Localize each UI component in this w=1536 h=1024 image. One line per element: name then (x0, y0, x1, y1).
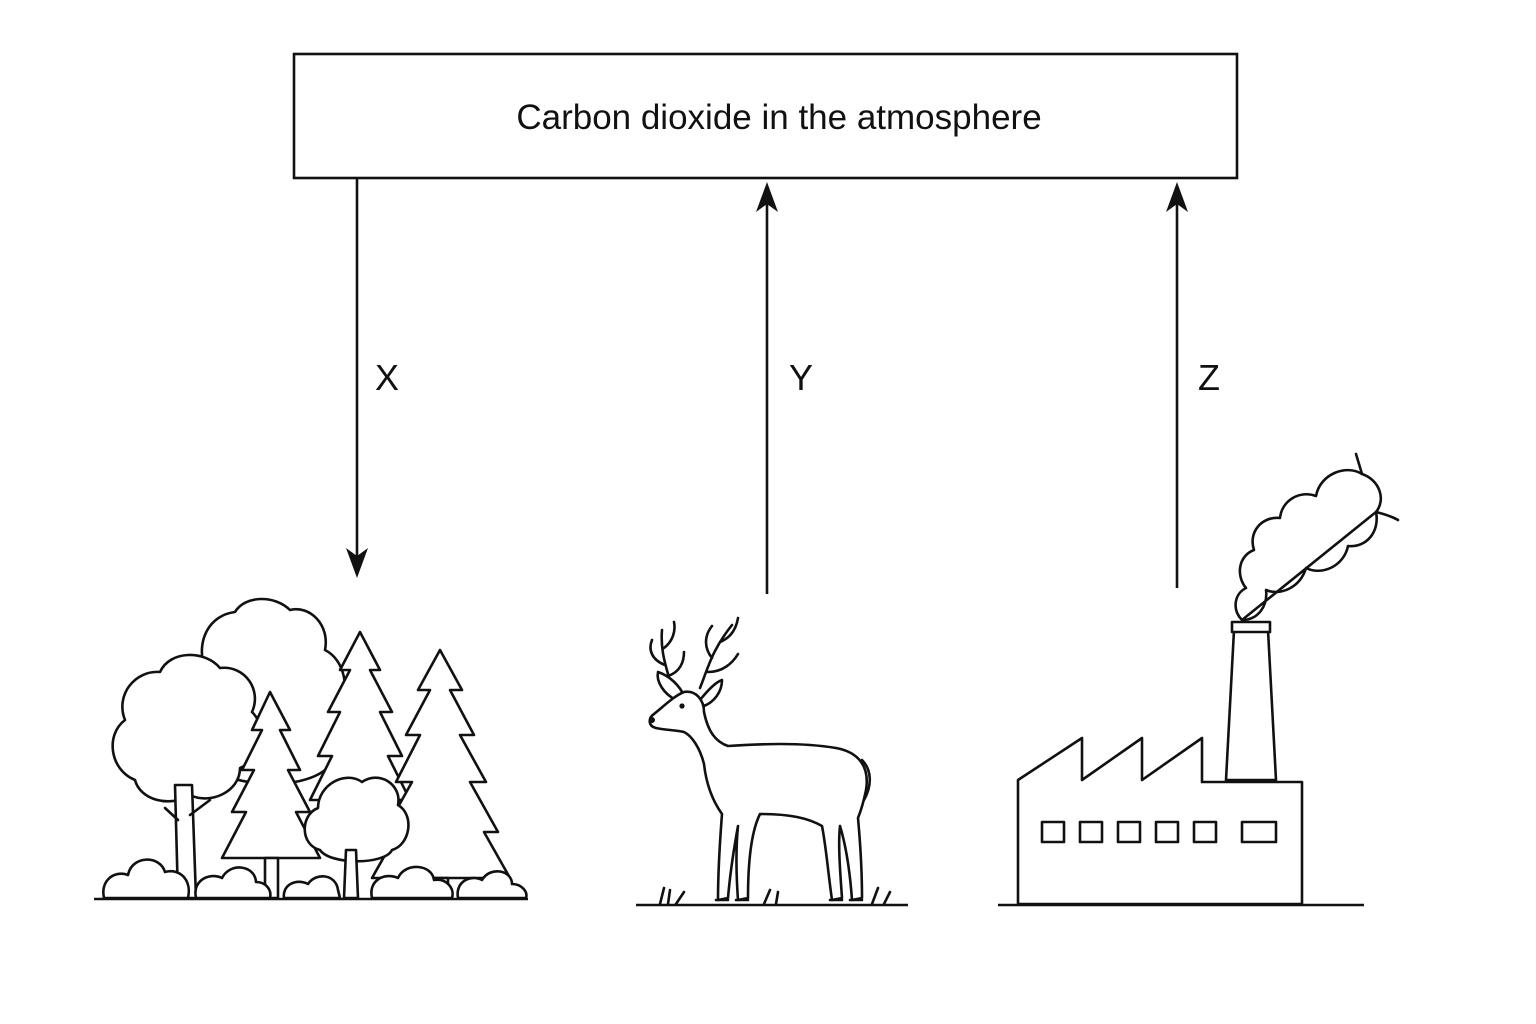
forest-trees-icon (94, 597, 528, 901)
arrow-z: Z (1166, 182, 1220, 588)
atmosphere-box: Carbon dioxide in the atmosphere (292, 52, 1239, 180)
deer-icon (636, 616, 908, 907)
arrow-y: Y (756, 182, 813, 594)
arrow-x-label: X (375, 357, 399, 398)
factory-smoke-icon (998, 452, 1400, 907)
arrow-y-label: Y (789, 357, 813, 398)
arrow-z-label: Z (1198, 357, 1220, 398)
arrow-x: X (346, 178, 399, 578)
atmosphere-label: Carbon dioxide in the atmosphere (516, 98, 1041, 137)
